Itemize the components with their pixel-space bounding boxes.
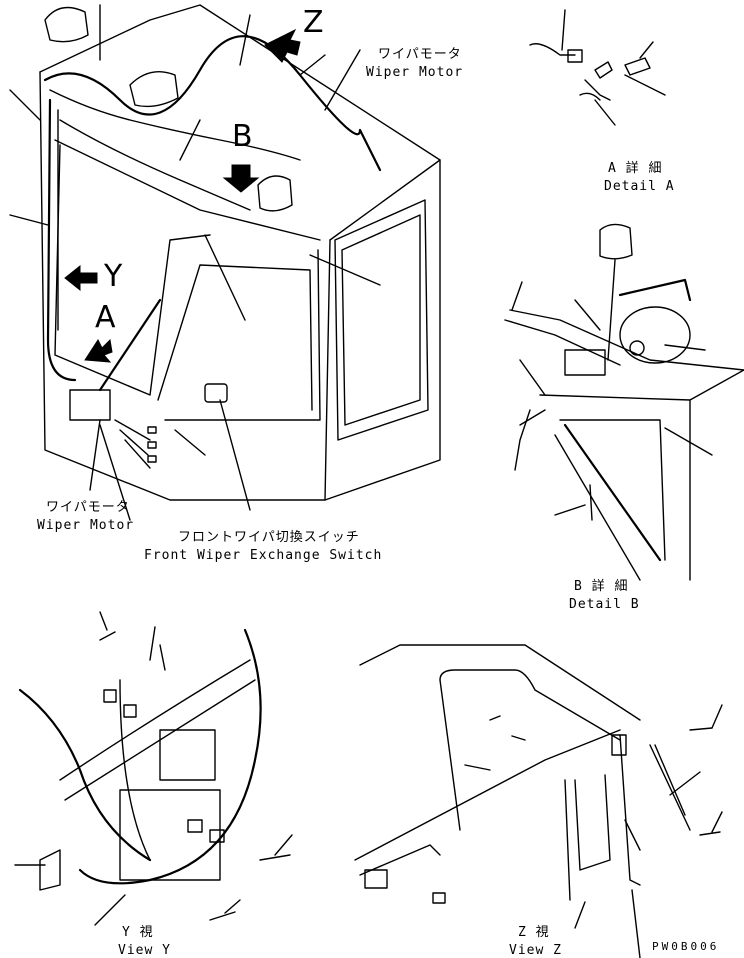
switch-jp-label: フロントワイパ切換スイッチ xyxy=(178,530,360,545)
view-z-drawing xyxy=(354,644,723,958)
detail-b-en-label: Detail B xyxy=(569,597,640,612)
reference-code: PW0B006 xyxy=(652,940,720,953)
main-cab-drawing xyxy=(9,4,441,521)
wiper-motor-top-en-label: Wiper Motor xyxy=(366,65,464,80)
switch-en-label: Front Wiper Exchange Switch xyxy=(144,548,383,563)
wiper-motor-top-jp-label: ワイパモータ xyxy=(378,47,462,62)
detail-a-jp-label: A 詳 細 xyxy=(608,161,663,176)
marker-a: A xyxy=(95,300,116,335)
view-y-jp-label: Y 視 xyxy=(122,925,154,940)
view-z-jp-label: Z 視 xyxy=(518,925,550,940)
detail-b-drawing xyxy=(504,223,744,581)
wiper-motor-left-en-label: Wiper Motor xyxy=(37,518,135,533)
detail-a-drawing xyxy=(529,9,666,126)
view-y-en-label: View Y xyxy=(118,943,171,958)
marker-b: B xyxy=(232,119,253,154)
detail-a-en-label: Detail A xyxy=(604,179,675,194)
view-z-en-label: View Z xyxy=(509,943,562,958)
wiper-motor-left-jp-label: ワイパモータ xyxy=(46,500,130,515)
marker-y: Y xyxy=(104,259,123,294)
detail-b-jp-label: B 詳 細 xyxy=(574,579,629,594)
view-y-drawing xyxy=(14,611,293,926)
marker-z: Z xyxy=(303,5,324,40)
